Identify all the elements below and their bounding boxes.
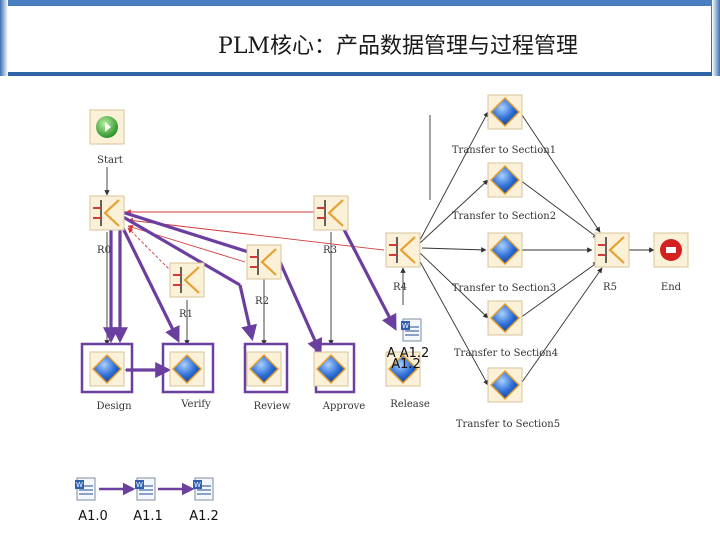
start-node[interactable] (89, 109, 125, 145)
label-end: End (661, 282, 682, 293)
task-review[interactable] (246, 351, 282, 387)
label-review: Review (254, 401, 291, 412)
task-section5[interactable] (487, 367, 523, 403)
release-doc-label-secondary: A1.2 (391, 357, 421, 372)
end-node[interactable] (653, 232, 689, 268)
gate-r1[interactable] (168, 261, 206, 299)
label-approve: Approve (322, 401, 365, 412)
label-r3: R3 (323, 245, 337, 256)
version-doc-icon (74, 477, 96, 501)
gate-r3[interactable] (312, 194, 350, 232)
version-history: A1.0 A1.1 A1.2 (74, 477, 219, 524)
label-start: Start (97, 155, 123, 166)
label-section2: Transfer to Section2 (452, 211, 556, 222)
gate-r2[interactable] (245, 243, 283, 281)
task-section2[interactable] (487, 162, 523, 198)
label-section4: Transfer to Section4 (454, 348, 558, 359)
task-section1[interactable] (487, 94, 523, 130)
release-document-icon (400, 318, 422, 342)
label-r2: R2 (255, 296, 269, 307)
label-design: Design (96, 401, 132, 412)
version-label-0: A1.0 (78, 509, 108, 524)
connectors (104, 111, 655, 386)
label-section1: Transfer to Section1 (452, 145, 556, 156)
version-doc-icon (134, 477, 156, 501)
gate-r4[interactable] (384, 231, 422, 269)
task-verify[interactable] (169, 351, 205, 387)
title-panel: PLM核心：产品数据管理与过程管理 (8, 6, 711, 72)
label-r5: R5 (603, 282, 617, 293)
gate-r0[interactable] (88, 194, 126, 232)
task-section4[interactable] (487, 300, 523, 336)
label-r0: R0 (97, 245, 111, 256)
task-design[interactable] (89, 351, 125, 387)
label-section3: Transfer to Section3 (452, 283, 556, 294)
stop-icon (666, 247, 676, 253)
label-release: Release (390, 399, 430, 410)
slide-title: PLM核心：产品数据管理与过程管理 (218, 34, 578, 59)
label-r1: R1 (179, 309, 193, 320)
task-approve[interactable] (313, 351, 349, 387)
highlight-paths (103, 210, 397, 378)
version-label-2: A1.2 (189, 509, 219, 524)
label-verify: Verify (180, 399, 211, 410)
gate-r5[interactable] (593, 231, 631, 269)
release-doc-label-primary: A A1.2 (387, 346, 430, 361)
label-section5: Transfer to Section5 (456, 419, 560, 430)
task-section3[interactable] (487, 232, 523, 268)
play-icon (105, 122, 111, 132)
label-r4: R4 (393, 282, 407, 293)
version-doc-icon (192, 477, 214, 501)
version-label-1: A1.1 (133, 509, 163, 524)
